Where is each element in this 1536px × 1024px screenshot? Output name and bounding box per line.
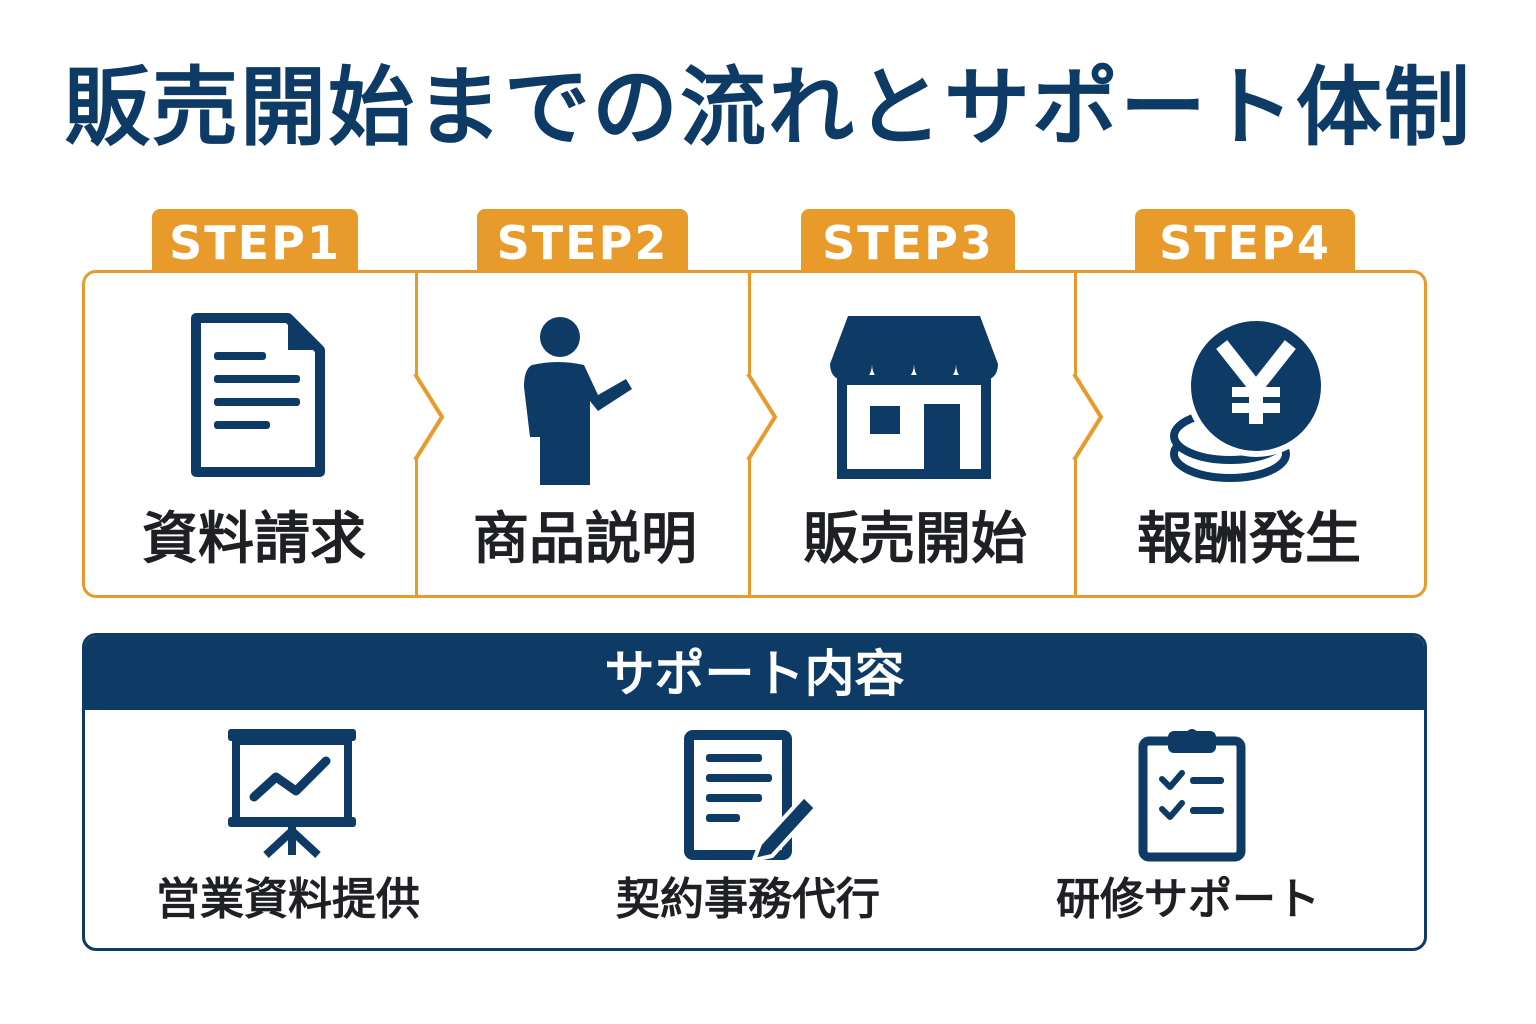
storefront-icon	[830, 316, 998, 479]
arrow-right-icon	[1071, 372, 1103, 462]
presenter-person-icon	[524, 317, 632, 485]
presentation-chart-icon	[228, 729, 356, 858]
step-label-2: 商品説明	[473, 507, 697, 572]
step-label-1: 資料請求	[142, 507, 366, 572]
support-item-label: 営業資料提供	[156, 874, 420, 925]
step-tab-3: STEP3	[801, 209, 1015, 273]
step-tab-1: STEP1	[152, 209, 358, 273]
step-label-4: 報酬発生	[1137, 507, 1361, 572]
support-item-label: 契約事務代行	[616, 874, 880, 925]
step-tab-4: STEP4	[1135, 209, 1355, 273]
steps-container	[82, 270, 1427, 598]
support-item-label: 研修サポート	[1056, 874, 1320, 925]
support-container: サポート内容	[82, 633, 1427, 951]
support-title: サポート内容	[85, 636, 1424, 710]
document-icon	[191, 313, 325, 477]
arrow-right-icon	[745, 372, 777, 462]
step-tab-2: STEP2	[477, 209, 688, 273]
page-title: 販売開始までの流れとサポート体制	[64, 58, 1472, 158]
document-pen-icon	[684, 730, 819, 862]
checklist-clipboard-icon	[1138, 729, 1246, 862]
arrow-right-icon	[412, 372, 444, 462]
yen-coin-icon	[1170, 315, 1327, 482]
step-label-3: 販売開始	[803, 507, 1027, 572]
